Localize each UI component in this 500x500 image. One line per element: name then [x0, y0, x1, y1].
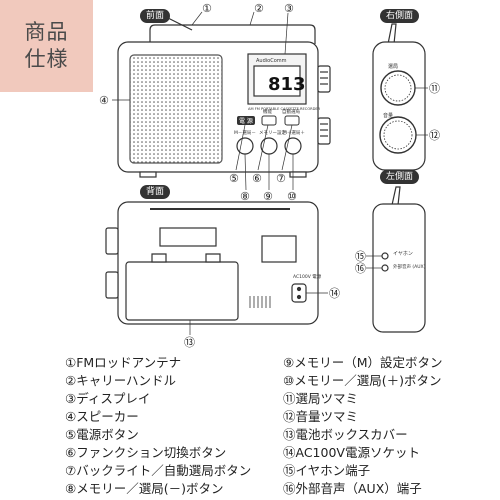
- legend-item: ⑮イヤホン端子: [283, 463, 371, 478]
- callout-8: ⑧: [240, 190, 250, 203]
- carry-handle: [149, 24, 316, 44]
- callout-13: ⑬: [184, 336, 195, 349]
- callout-2: ②: [254, 2, 264, 15]
- legend-item: ⑪選局ツマミ: [283, 391, 359, 406]
- antenna: [163, 15, 193, 31]
- callout-15: ⑮: [355, 250, 366, 263]
- callout-4: ④: [99, 94, 109, 107]
- view-label-right: 右側面: [380, 9, 420, 23]
- legend-item: ②キャリーハンドル: [65, 373, 176, 388]
- badge-line-1: 商品: [24, 20, 69, 44]
- front-view: [117, 15, 331, 178]
- earphone-jack[interactable]: [381, 252, 389, 260]
- memory-minus-label: M－選局－: [234, 129, 256, 136]
- ac-label: AC100V 電源: [293, 273, 322, 280]
- callout-9: ⑨: [263, 190, 273, 203]
- legend-item: ⑭AC100V電源ソケット: [283, 445, 420, 460]
- callout-6: ⑥: [252, 172, 262, 185]
- spec-badge: 商品 仕様: [0, 0, 93, 92]
- power-button-label: 電 源: [239, 117, 253, 125]
- earphone-label: イヤホン: [393, 251, 413, 257]
- view-label-back: 背面: [140, 185, 171, 199]
- callout-5: ⑤: [229, 172, 239, 185]
- legend-item: ⑬電池ボックスカバー: [283, 427, 408, 442]
- aux-jack[interactable]: [381, 264, 389, 272]
- backlight-button[interactable]: [284, 115, 300, 126]
- back-vents: [249, 296, 271, 308]
- display-frequency: 813: [268, 74, 306, 95]
- tuning-knob-label: 選局: [388, 63, 398, 70]
- right-side-view: [372, 23, 426, 171]
- lcd-screen: [253, 65, 301, 97]
- callout-1: ①: [202, 2, 212, 15]
- display-brand: AudioComm: [256, 58, 287, 64]
- front-buttons: 電 源 機能 自動選局 M－選局－ メモリー設定 M＋選局＋: [234, 108, 305, 155]
- legend-item: ⑥ファンクション切換ボタン: [65, 445, 227, 460]
- left-side-view: [372, 186, 426, 333]
- legend-item: ⑫音量ツマミ: [283, 409, 359, 424]
- front-leader-lines: [112, 11, 294, 191]
- radio-diagram: AudioComm 813 AM FM PORTABLE CASSETTE RE…: [99, 2, 440, 349]
- power-button[interactable]: [237, 116, 255, 125]
- function-button[interactable]: [261, 115, 277, 126]
- memory-set-label: メモリー設定: [259, 129, 286, 136]
- display-panel-text: AM FM PORTABLE CASSETTE RECORDER: [248, 107, 321, 111]
- view-label-front: 前面: [140, 9, 171, 23]
- badge-line-2: 仕様: [24, 47, 69, 71]
- callout-14: ⑭: [329, 287, 340, 300]
- legend-item: ⑦バックライト／自動選局ボタン: [65, 463, 252, 478]
- legend-item: ⑨メモリー（M）設定ボタン: [283, 355, 443, 370]
- parts-legend: ①FMロッドアンテナ ②キャリーハンドル ③ディスプレイ ④スピーカー ⑤電源ボ…: [0, 354, 500, 500]
- speaker-grille: [129, 54, 223, 164]
- aux-label: 外部音声 (AUX): [393, 263, 426, 270]
- callout-11: ⑪: [429, 82, 440, 95]
- legend-item: ③ディスプレイ: [65, 391, 151, 406]
- legend-item: ④スピーカー: [65, 409, 139, 424]
- tuning-knob[interactable]: [380, 70, 416, 106]
- callout-10: ⑩: [287, 190, 297, 203]
- volume-knob[interactable]: [379, 116, 417, 154]
- legend-item: ⑩メモリー／選局(＋)ボタン: [283, 373, 442, 388]
- front-right-knob-bottom: [317, 117, 331, 145]
- memory-plus-label: M＋選局＋: [283, 129, 305, 136]
- callout-16: ⑯: [355, 262, 366, 275]
- ac-socket[interactable]: [291, 283, 307, 303]
- backlight-button-label: 自動選局: [282, 108, 300, 115]
- callout-7: ⑦: [276, 172, 286, 185]
- callout-3: ③: [284, 2, 294, 15]
- legend-item: ⑯外部音声（AUX）端子: [283, 481, 422, 496]
- front-right-knob-top: [317, 65, 331, 93]
- legend-item: ⑤電源ボタン: [65, 427, 139, 442]
- back-view: [105, 201, 319, 325]
- volume-knob-label: 音量: [383, 112, 393, 119]
- view-label-left: 左側面: [380, 170, 420, 184]
- battery-cover: [125, 261, 239, 321]
- function-button-label: 機能: [263, 108, 272, 115]
- callout-12: ⑫: [429, 129, 440, 142]
- legend-item: ①FMロッドアンテナ: [65, 355, 182, 370]
- legend-item: ⑧メモリー／選局(－)ボタン: [65, 481, 224, 496]
